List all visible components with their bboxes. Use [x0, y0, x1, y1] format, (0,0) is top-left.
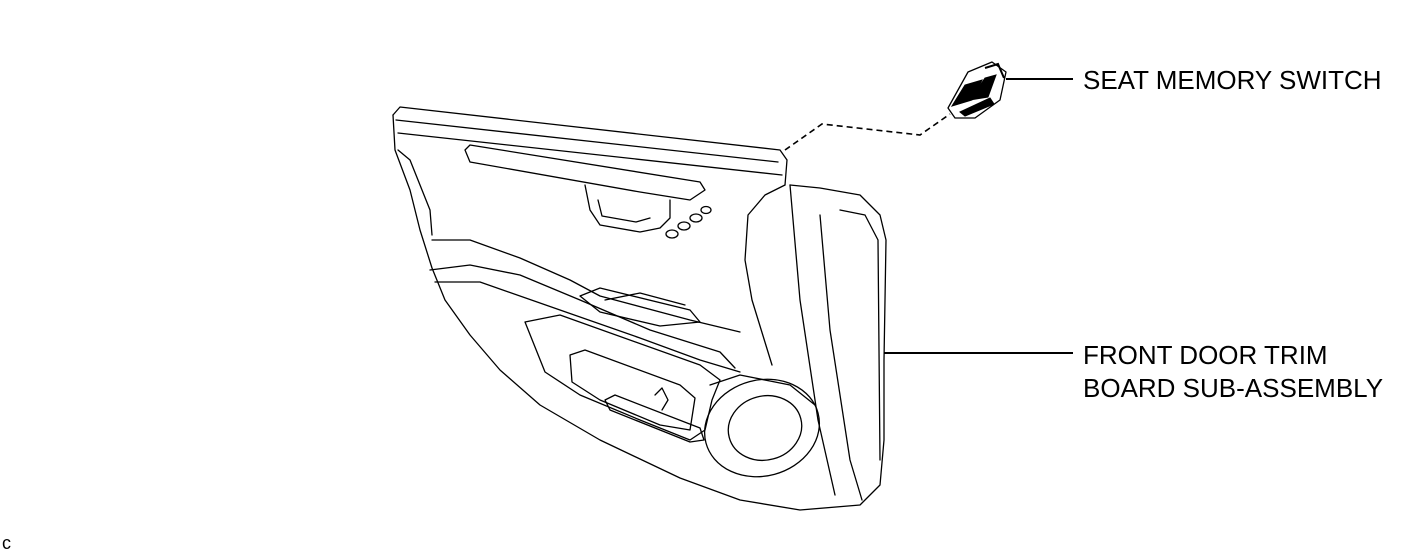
seat-memory-switch-label: SEAT MEMORY SWITCH — [1083, 65, 1382, 95]
corner-mark: c — [2, 533, 11, 553]
front-door-trim-board — [392, 106, 887, 511]
front-door-trim-label-line2: BOARD SUB-ASSEMBLY — [1083, 373, 1384, 403]
front-door-trim-label-line1: FRONT DOOR TRIM — [1083, 340, 1328, 370]
connector-dashed-line — [784, 113, 951, 151]
seat-memory-switch-part — [947, 61, 1007, 119]
